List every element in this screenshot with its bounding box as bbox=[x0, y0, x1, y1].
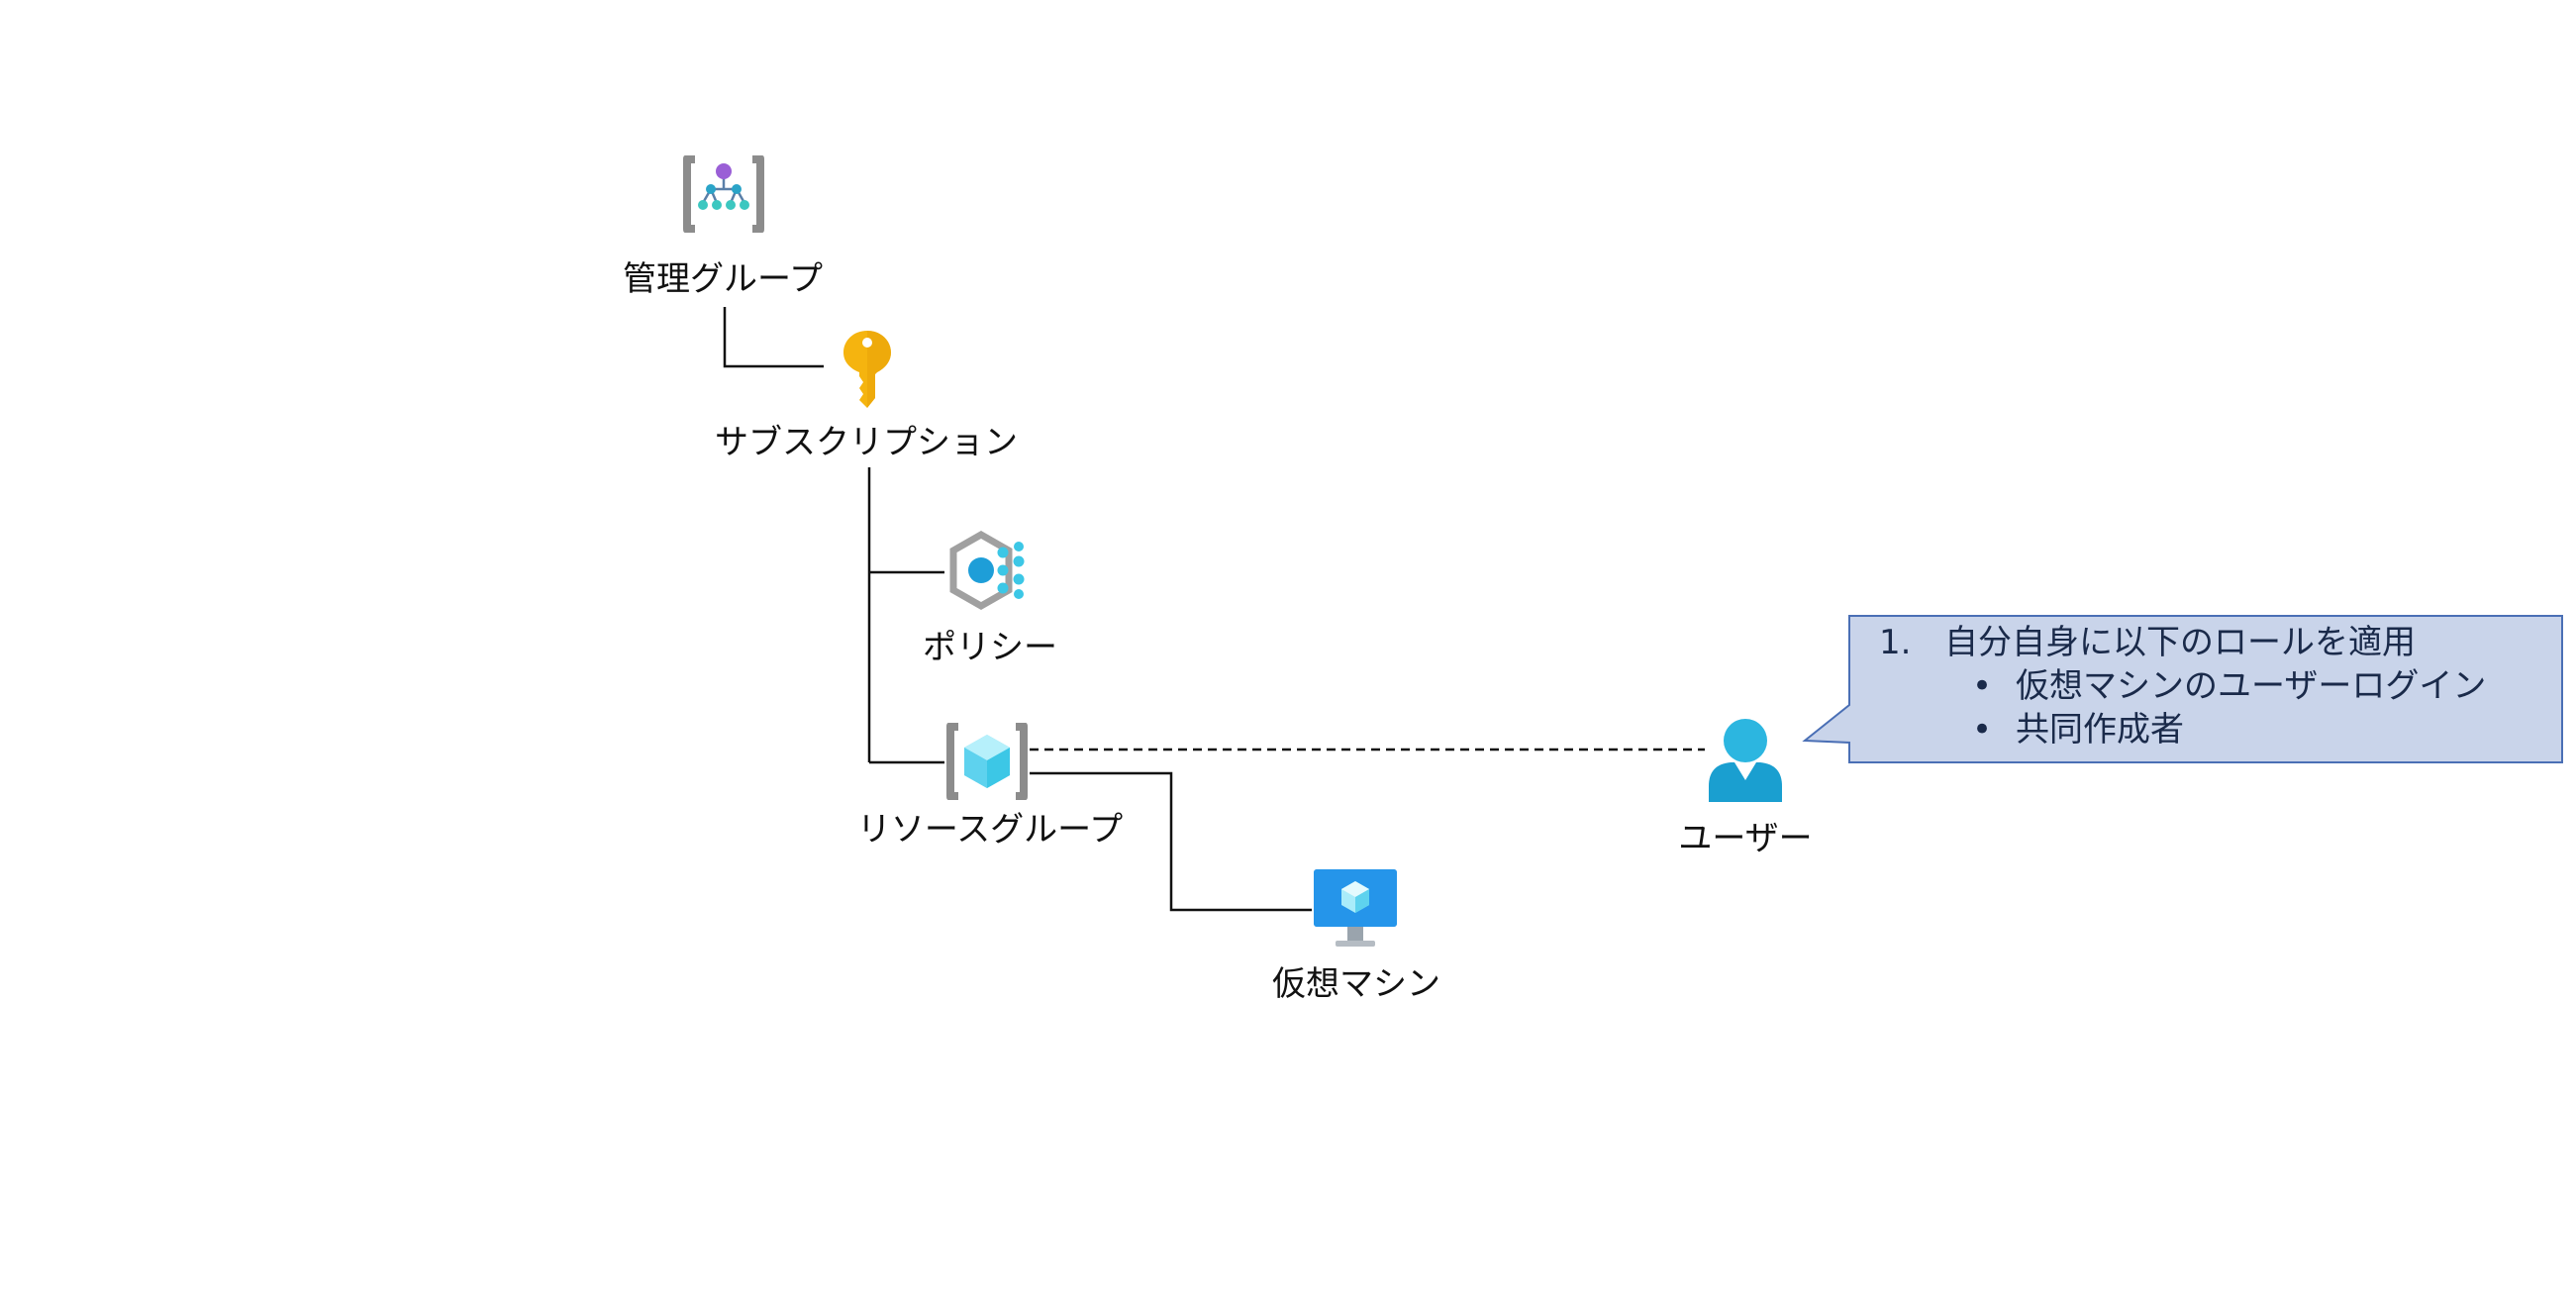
callout-role-item: • 仮想マシンのユーザーログイン bbox=[1972, 664, 2486, 708]
callout-role-item: • 共同作成者 bbox=[1972, 708, 2486, 752]
resource-group-label: リソースグループ bbox=[856, 810, 1124, 850]
management-group-label: 管理グループ bbox=[623, 259, 823, 299]
callout-title-text: 自分自身に以下のロールを適用 bbox=[1944, 623, 2416, 662]
resource-group-icon bbox=[944, 721, 1030, 802]
user-icon bbox=[1705, 717, 1786, 806]
policy-label: ポリシー bbox=[923, 628, 1057, 667]
key-icon bbox=[840, 329, 895, 412]
policy-icon bbox=[947, 530, 1031, 614]
callout-role-list: • 仮想マシンのユーザーログイン • 共同作成者 bbox=[1972, 664, 2486, 752]
callout-title: 1. 自分自身に以下のロールを適用 bbox=[1879, 621, 2416, 664]
bullet-icon: • bbox=[1972, 666, 1993, 706]
callout-role-text: 共同作成者 bbox=[2016, 710, 2184, 750]
management-group-icon bbox=[681, 153, 766, 235]
callout-box: 1. 自分自身に以下のロールを適用 • 仮想マシンのユーザーログイン • 共同作成… bbox=[1849, 617, 2562, 761]
callout-number: 1. bbox=[1879, 623, 1912, 662]
virtual-machine-icon bbox=[1312, 867, 1399, 951]
connector-resource-group-to-vm bbox=[1030, 771, 1312, 912]
virtual-machine-label: 仮想マシン bbox=[1272, 964, 1440, 1004]
connector-mg-to-subscription bbox=[723, 307, 824, 368]
user-label: ユーザー bbox=[1678, 819, 1813, 858]
callout-shape bbox=[1802, 615, 2563, 763]
bullet-icon: • bbox=[1972, 710, 1993, 750]
subscription-label: サブスクリプション bbox=[715, 423, 1018, 462]
callout-role-text: 仮想マシンのユーザーログイン bbox=[2016, 666, 2487, 706]
